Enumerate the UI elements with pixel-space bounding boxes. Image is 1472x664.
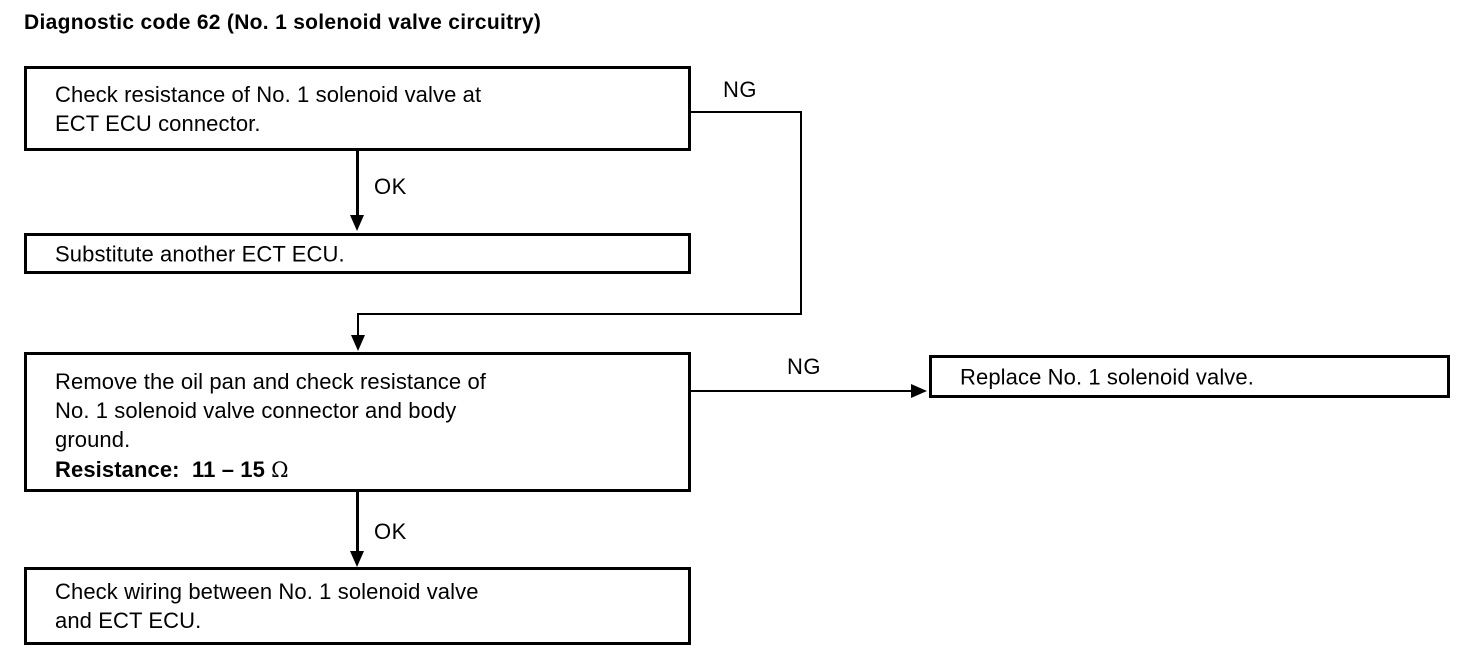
edge-remove-to-wiring-arrowhead xyxy=(350,551,364,567)
spec-label: Resistance: xyxy=(55,457,180,482)
node-replace-valve-text: Replace No. 1 solenoid valve. xyxy=(960,364,1254,389)
spec-value: 11 – 15 xyxy=(192,457,265,482)
node-remove-oil-pan-text: Remove the oil pan and check resistance … xyxy=(55,367,486,485)
edge-label-ok-remove-to-wiring: OK xyxy=(374,519,407,544)
edge-check-to-substitute-line xyxy=(356,151,359,219)
edge-label-ok-check-to-substitute: OK xyxy=(374,174,407,199)
spec-unit-ohm: Ω xyxy=(271,458,289,482)
edge-remove-to-replace-line xyxy=(691,390,915,392)
edge-check-to-substitute-arrowhead xyxy=(350,215,364,231)
page-title: Diagnostic code 62 (No. 1 solenoid valve… xyxy=(24,11,542,34)
node-remove-oil-pan: Remove the oil pan and check resistance … xyxy=(24,352,691,492)
node-substitute-ecu-text: Substitute another ECT ECU. xyxy=(55,241,345,266)
edge-check-to-remove-segment-drop xyxy=(357,313,359,337)
edge-label-ng-remove-to-replace: NG xyxy=(787,354,821,379)
node-check-resistance-text: Check resistance of No. 1 solenoid valve… xyxy=(55,81,482,136)
edge-check-to-remove-segment-down xyxy=(800,111,802,315)
edge-check-to-remove-segment-left xyxy=(357,313,802,315)
edge-label-ng-check-to-remove: NG xyxy=(723,77,757,102)
node-remove-oil-pan-body: Remove the oil pan and check resistance … xyxy=(55,369,486,452)
edge-remove-to-replace-arrowhead xyxy=(911,384,927,398)
edge-check-to-remove-arrowhead xyxy=(351,335,365,351)
node-substitute-ecu: Substitute another ECT ECU. xyxy=(24,233,691,274)
edge-remove-to-wiring-line xyxy=(356,492,359,555)
node-replace-valve: Replace No. 1 solenoid valve. xyxy=(929,355,1450,398)
node-remove-oil-pan-spec: Resistance: 11 – 15 Ω xyxy=(55,455,486,485)
node-check-wiring: Check wiring between No. 1 solenoid valv… xyxy=(24,567,691,645)
edge-check-to-remove-segment-right xyxy=(691,111,802,113)
node-check-wiring-text: Check wiring between No. 1 solenoid valv… xyxy=(55,579,479,633)
node-check-resistance: Check resistance of No. 1 solenoid valve… xyxy=(24,66,691,151)
